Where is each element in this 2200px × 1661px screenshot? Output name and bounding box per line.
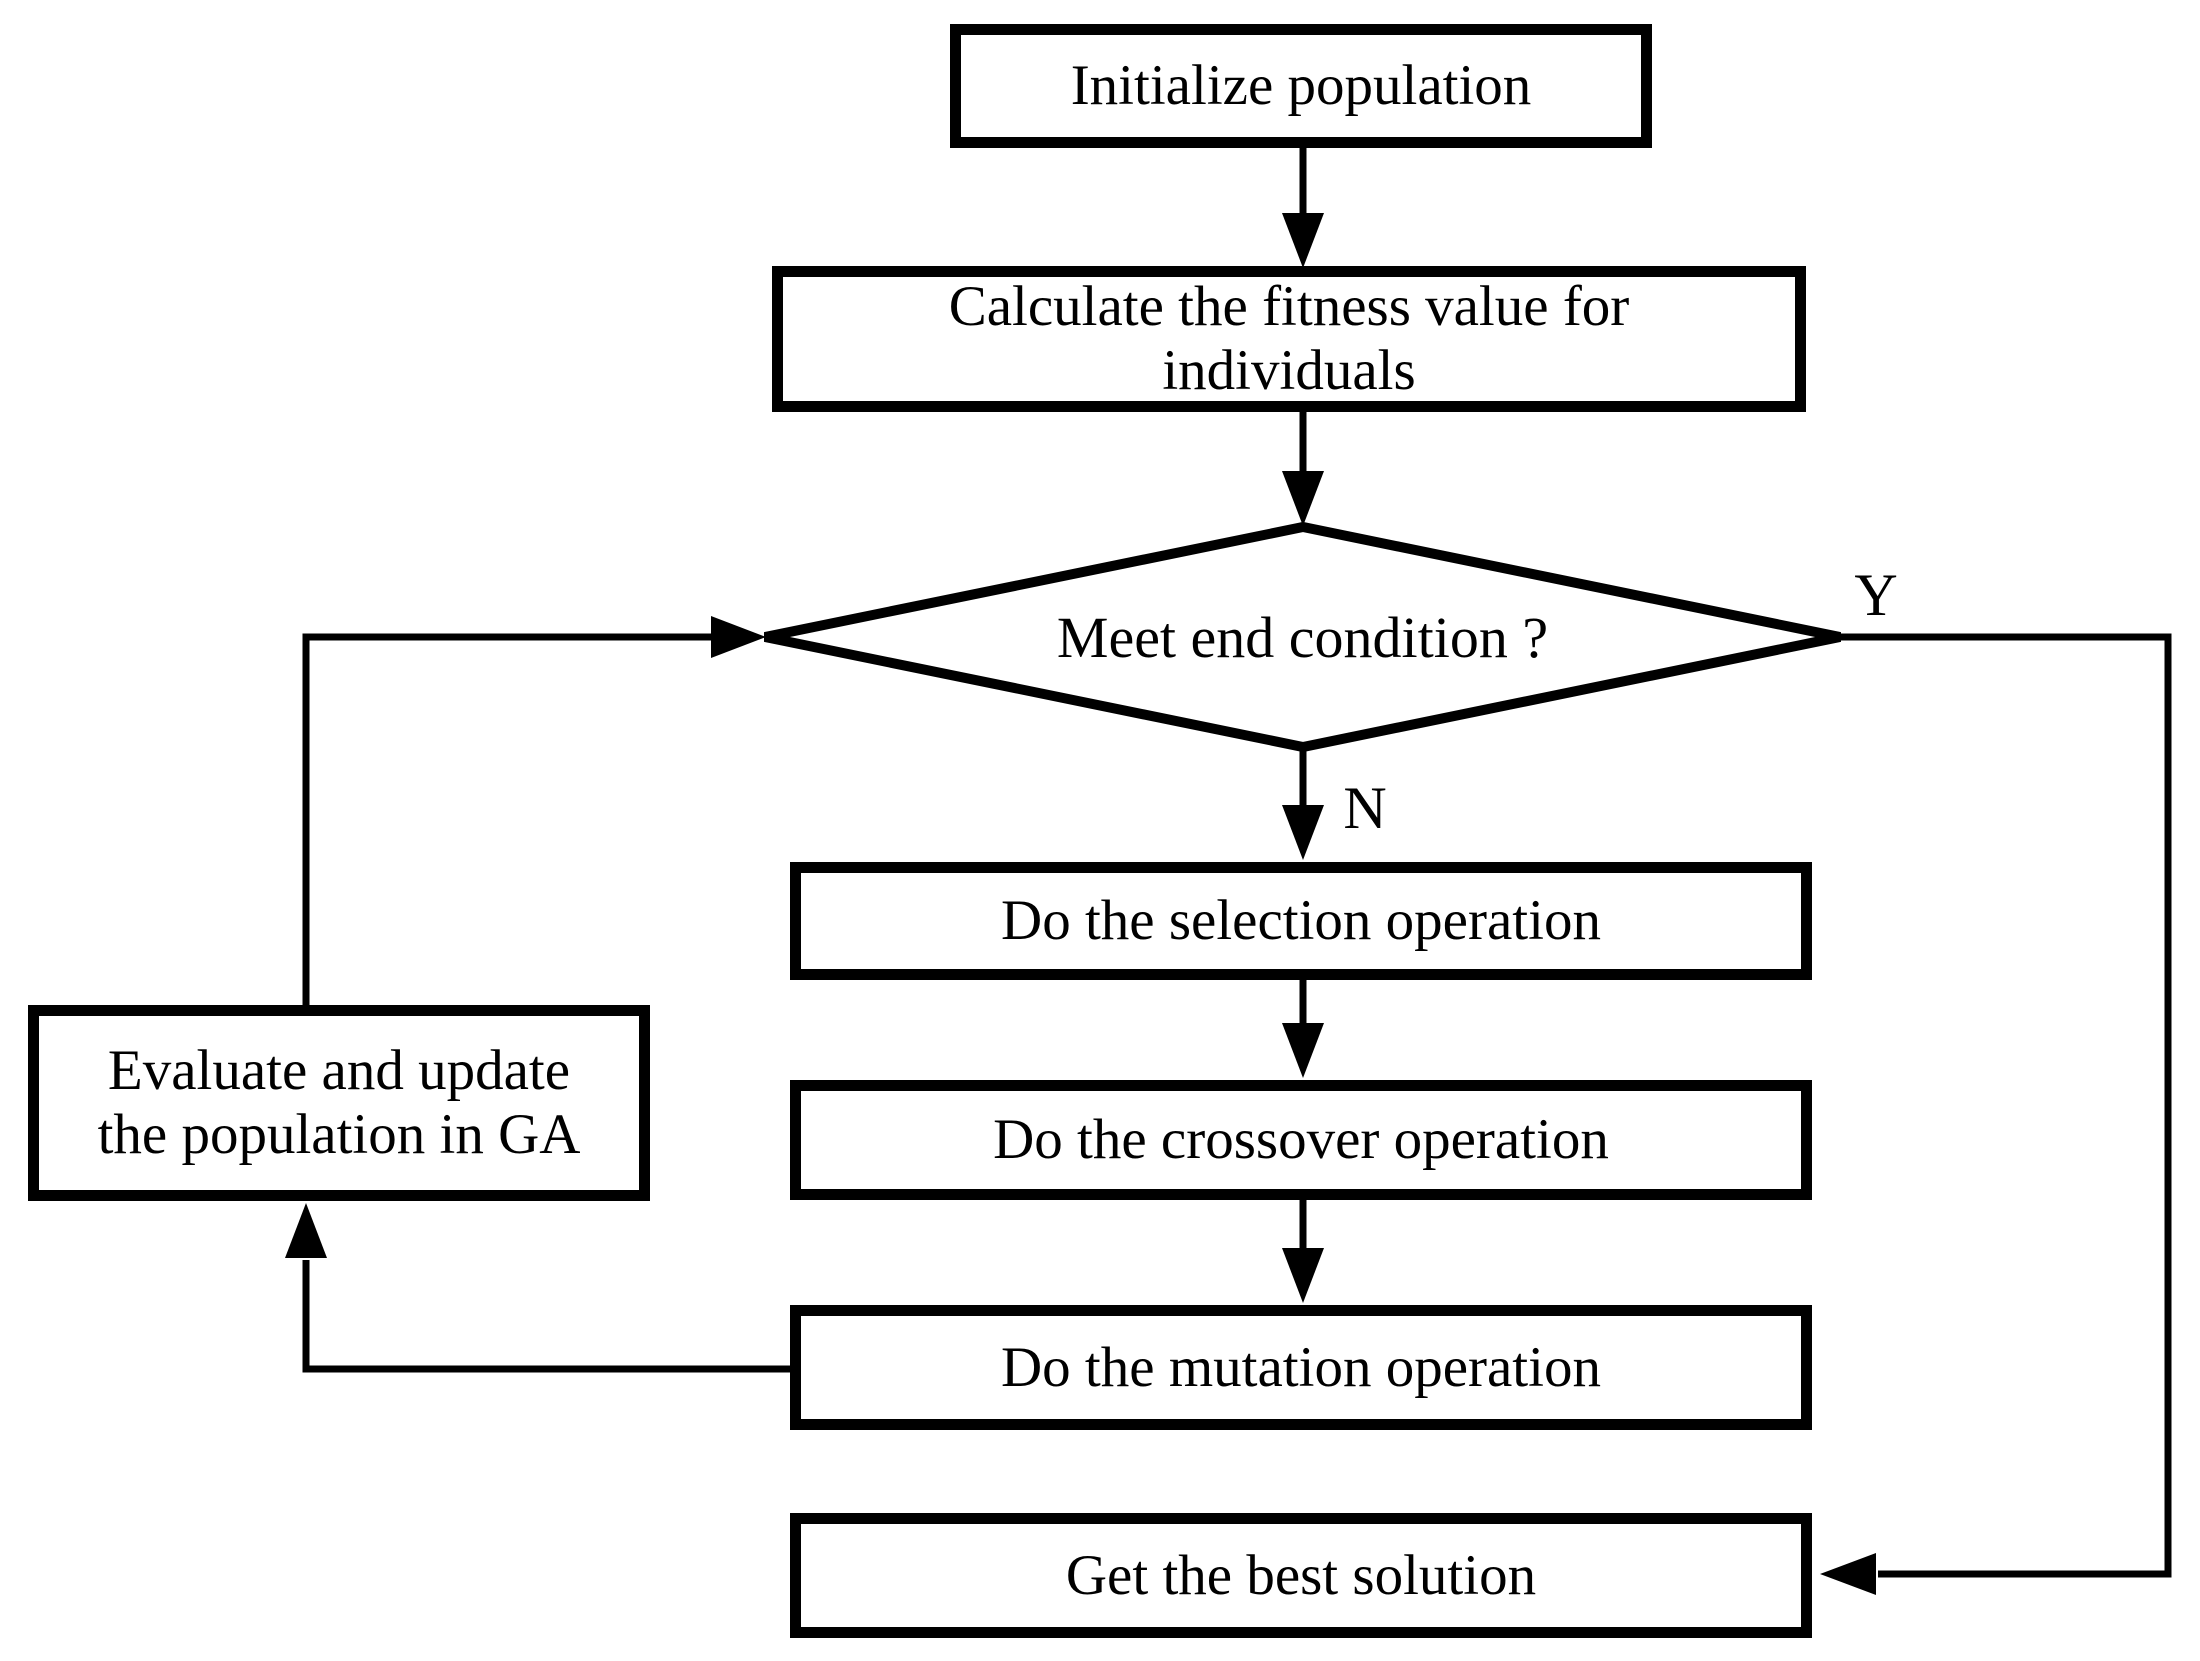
node-calculate-fitness: Calculate the fitness value for individu… — [772, 266, 1806, 412]
edge-label-yes: Y — [1838, 558, 1914, 632]
node-mutation-operation: Do the mutation operation — [790, 1305, 1812, 1430]
node-crossover-operation-label: Do the crossover operation — [993, 1108, 1609, 1172]
node-calculate-fitness-label: Calculate the fitness value for individu… — [949, 275, 1630, 403]
node-selection-operation-label: Do the selection operation — [1001, 889, 1601, 953]
node-initialize-population-label: Initialize population — [1070, 54, 1532, 118]
node-calculate-fitness-line1: Calculate the fitness value for — [948, 275, 1630, 339]
node-get-best-solution-label: Get the best solution — [1065, 1543, 1537, 1607]
node-decision-meet-end-condition: Meet end condition ? — [765, 527, 1840, 747]
arrowhead-initialize-to-fitness — [1282, 213, 1324, 268]
edge-decision-yes-to-best — [1840, 633, 2172, 1578]
node-decision-label: Meet end condition ? — [1056, 604, 1549, 670]
arrowhead-crossover-to-mutation — [1282, 1248, 1324, 1303]
node-evaluate-update-line1: Evaluate and update — [107, 1039, 571, 1103]
edge-label-no: N — [1330, 772, 1400, 844]
node-evaluate-update-population: Evaluate and update the population in GA — [28, 1005, 650, 1201]
node-evaluate-update-label: Evaluate and update the population in GA — [98, 1039, 581, 1167]
arrowhead-yes-to-best — [1820, 1553, 1876, 1595]
arrowhead-selection-to-crossover — [1282, 1023, 1324, 1078]
node-selection-operation: Do the selection operation — [790, 862, 1812, 980]
arrowhead-fitness-to-decision — [1282, 471, 1324, 526]
node-mutation-operation-label: Do the mutation operation — [1001, 1335, 1601, 1399]
node-evaluate-update-line2: the population in GA — [97, 1103, 581, 1166]
edge-mutation-to-evaluate — [302, 1260, 790, 1373]
node-initialize-population: Initialize population — [950, 24, 1652, 148]
arrowhead-evaluate-to-decision — [711, 616, 766, 658]
arrowhead-decision-to-selection — [1282, 805, 1324, 860]
edge-label-yes-text: Y — [1854, 561, 1898, 628]
node-crossover-operation: Do the crossover operation — [790, 1080, 1812, 1200]
node-calculate-fitness-line2: individuals — [1162, 339, 1416, 402]
arrowhead-mutation-to-evaluate — [285, 1203, 327, 1258]
node-get-best-solution: Get the best solution — [790, 1513, 1812, 1638]
edge-evaluate-to-decision — [302, 633, 712, 1005]
edge-label-no-text: N — [1343, 774, 1387, 841]
